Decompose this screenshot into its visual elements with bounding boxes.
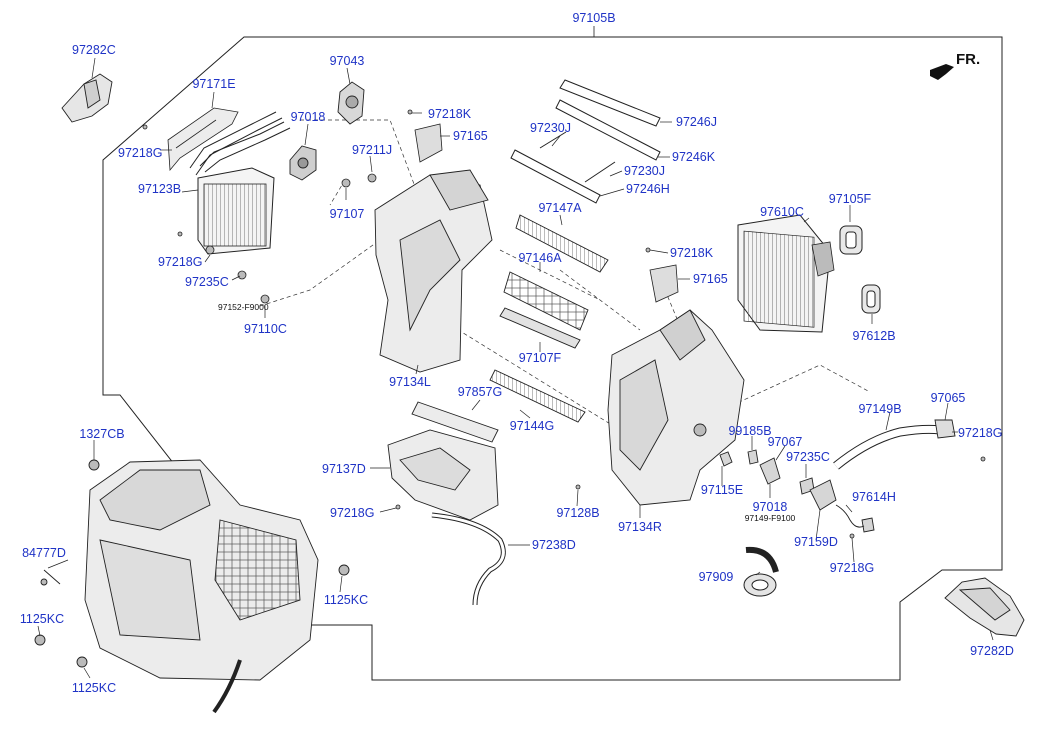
- actuator-cluster: [719, 449, 875, 533]
- part-label-84777D: 84777D: [22, 546, 66, 560]
- part-label-97857G: 97857G: [458, 385, 502, 399]
- part-label-97246K: 97246K: [672, 150, 716, 164]
- part-label-97105F: 97105F: [829, 192, 872, 206]
- part-labels: 97282C 97171E 97218G 97123B 97043 97018 97211J…: [20, 43, 1014, 695]
- part-label-97282D: 97282D: [970, 644, 1014, 658]
- bracket-97165-left: [414, 123, 443, 163]
- part-label-97149: 97149-F9100: [745, 513, 796, 523]
- small-fasteners: [142, 109, 986, 539]
- part-label-97152: 97152-F9000: [218, 302, 269, 312]
- filter-frames: [510, 79, 661, 204]
- pipe-bracket: [167, 107, 239, 172]
- seal-97107F: [499, 307, 581, 349]
- seal-97612B: [861, 284, 881, 314]
- actuator-97043: [337, 81, 365, 125]
- assembly-fasteners: [34, 459, 350, 668]
- part-label-97235C-b: 97235C: [786, 450, 830, 464]
- part-label-97238D: 97238D: [532, 538, 576, 552]
- part-label-97018-a: 97018: [291, 110, 326, 124]
- part-label-97165-b: 97165: [693, 272, 728, 286]
- part-label-97246J: 97246J: [676, 115, 717, 129]
- part-label-97614H: 97614H: [852, 490, 896, 504]
- case-right-97134R: [607, 309, 745, 506]
- part-label-97612B: 97612B: [852, 329, 895, 343]
- part-label-97235C-a: 97235C: [185, 275, 229, 289]
- part-label-97115E: 97115E: [701, 483, 743, 497]
- filter-97144G: [489, 369, 586, 423]
- assembly-boundary: [102, 36, 1003, 681]
- part-label-97171E: 97171E: [192, 77, 235, 91]
- part-label-1125KC-b: 1125KC: [20, 612, 64, 626]
- part-label-97610C: 97610C: [760, 205, 804, 219]
- part-label-97218G-b: 97218G: [158, 255, 202, 269]
- heater-core: [197, 167, 275, 255]
- part-label-97246H: 97246H: [626, 182, 670, 196]
- drain-hose: [431, 512, 506, 606]
- part-label-97018-b: 97018: [753, 500, 788, 514]
- part-label-97067: 97067: [768, 435, 803, 449]
- part-label-97043: 97043: [330, 54, 365, 68]
- seal-97105F: [839, 225, 863, 255]
- part-label-97144G: 97144G: [510, 419, 554, 433]
- duct-cover-right: [944, 577, 1025, 637]
- filter-97146A: [503, 271, 589, 331]
- leader-lines: [37, 57, 994, 679]
- part-label-97137D: 97137D: [322, 462, 366, 476]
- part-label-97218K-a: 97218K: [428, 107, 472, 121]
- part-label-97909: 97909: [699, 570, 734, 584]
- lower-case-97137D: [387, 429, 499, 521]
- part-label-97107F: 97107F: [519, 351, 562, 365]
- part-label-97165-a: 97165: [453, 129, 488, 143]
- part-label-97282C: 97282C: [72, 43, 116, 57]
- case-left-97134L: [374, 169, 493, 373]
- part-label-97218G-a: 97218G: [118, 146, 162, 160]
- part-label-97128B: 97128B: [556, 506, 599, 520]
- evaporator-97610C: [737, 214, 835, 333]
- part-label-97218G-c: 97218G: [330, 506, 374, 520]
- part-label-97146A: 97146A: [518, 251, 562, 265]
- part-label-97218G-e: 97218G: [830, 561, 874, 575]
- filter-97147A: [515, 214, 609, 273]
- part-label-97065: 97065: [931, 391, 966, 405]
- front-direction-label: FR.: [956, 51, 980, 68]
- part-label-97147A: 97147A: [538, 201, 582, 215]
- heater-pipes: [189, 111, 291, 176]
- part-label-97134R: 97134R: [618, 520, 662, 534]
- part-label-97218G-d: 97218G: [958, 426, 1002, 440]
- part-label-97107: 97107: [330, 207, 365, 221]
- part-label-97211J: 97211J: [352, 143, 392, 157]
- part-label-97230J-b: 97230J: [624, 164, 665, 178]
- part-label-97159D: 97159D: [794, 535, 838, 549]
- actuator-motor-97018: [289, 145, 317, 181]
- part-label-97110C: 97110C: [244, 322, 287, 336]
- cover-97857G: [411, 401, 499, 443]
- label-97105B: 97105B: [572, 11, 615, 25]
- part-label-97134L: 97134L: [389, 375, 431, 389]
- part-label-1327CB: 1327CB: [79, 427, 124, 441]
- part-label-97149B: 97149B: [858, 402, 901, 416]
- bracket-97165-right: [649, 264, 679, 303]
- part-label-97230J-a: 97230J: [530, 121, 571, 135]
- part-label-97123B: 97123B: [138, 182, 181, 196]
- front-arrow-icon: [930, 64, 954, 80]
- part-label-99185B: 99185B: [728, 424, 771, 438]
- part-label-1125KC-a: 1125KC: [324, 593, 368, 607]
- part-label-1125KC-c: 1125KC: [72, 681, 116, 695]
- sensor-97065: [934, 419, 956, 439]
- hvac-full-assembly: [84, 459, 319, 714]
- grommet-97909: [743, 546, 779, 597]
- duct-cover-left: [61, 73, 113, 123]
- part-label-97218K-b: 97218K: [670, 246, 714, 260]
